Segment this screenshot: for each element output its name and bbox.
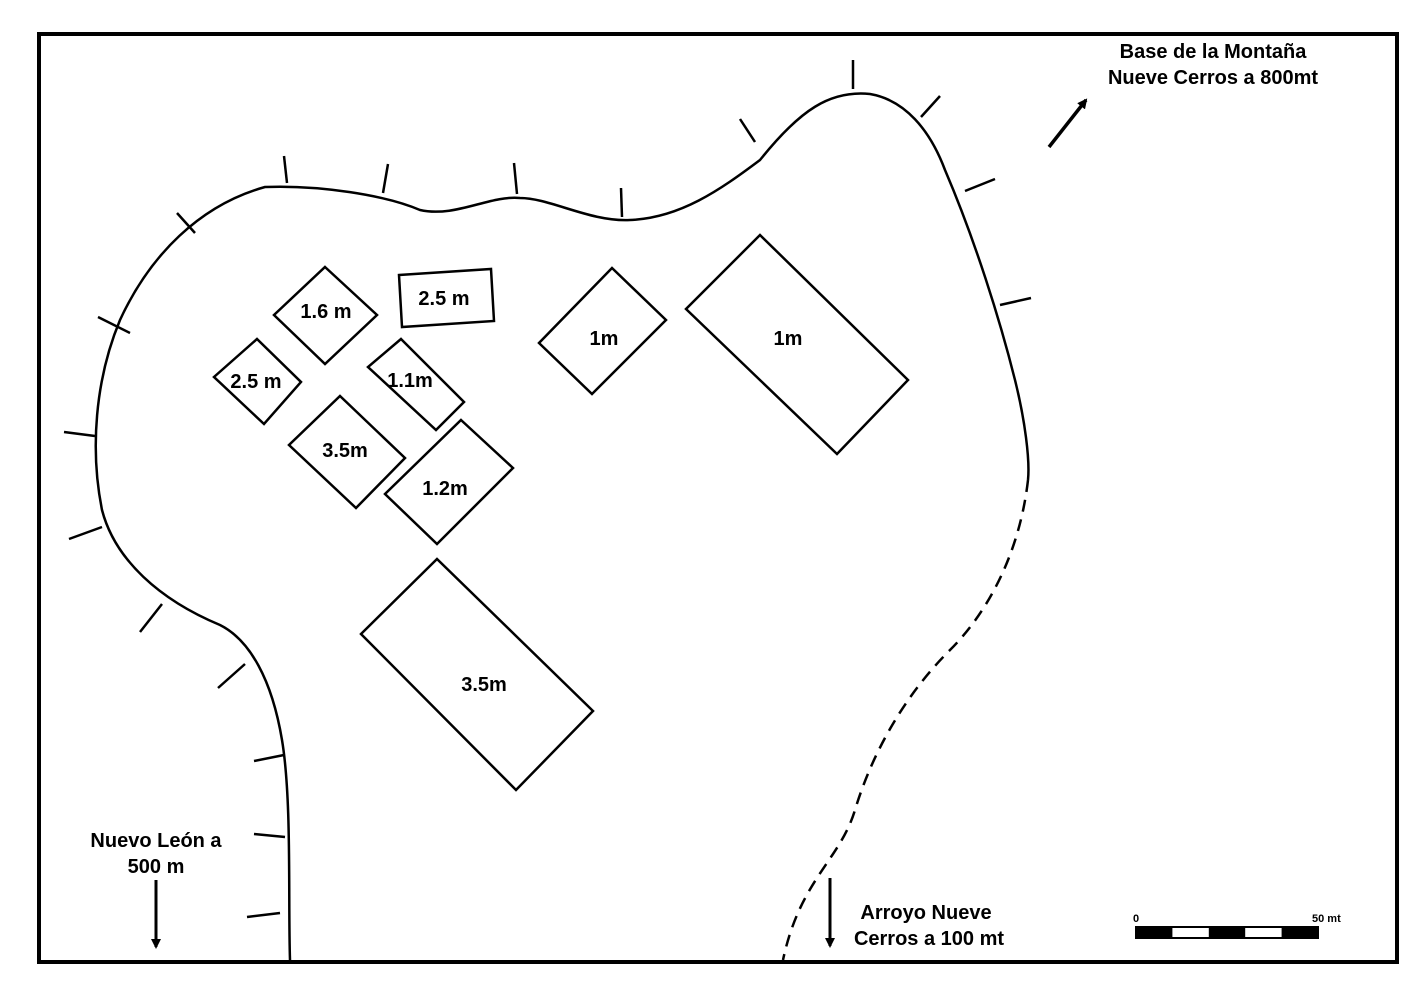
- mounds: [212, 233, 910, 792]
- mound-label: 1.2m: [422, 478, 468, 500]
- mound-outline: [272, 265, 379, 366]
- scale-bar: 0 50 mt: [1133, 913, 1341, 939]
- hachure-tick: [97, 315, 131, 335]
- hachure-ticks: [63, 60, 1032, 919]
- mound-label: 3.5m: [322, 440, 368, 462]
- mound-label: 3.5m: [461, 674, 507, 696]
- hachure-tick: [282, 155, 289, 184]
- mound-label: 1m: [590, 328, 619, 350]
- scale-segment-dark: [1136, 927, 1173, 938]
- direction-montana: Base de la Montaña Nueve Cerros a 800mt: [1047, 41, 1318, 149]
- hachure-tick: [253, 753, 285, 763]
- hachure-tick: [381, 163, 390, 194]
- direction-arroyo-line1: Arroyo Nueve: [860, 902, 991, 924]
- hachure-tick: [920, 95, 941, 118]
- hachure-tick: [176, 212, 196, 234]
- direction-montana-line1: Base de la Montaña: [1120, 41, 1308, 63]
- mound-outline: [383, 418, 515, 546]
- mound-outline: [287, 394, 407, 510]
- site-boundary-line: [94, 92, 1030, 961]
- mound-label: 1.1m: [387, 370, 433, 392]
- mound-outline: [684, 233, 910, 456]
- direction-montana-line2: Nueve Cerros a 800mt: [1108, 67, 1318, 89]
- mound-outline: [366, 337, 466, 432]
- mound-outline: [359, 557, 595, 792]
- hachure-tick: [512, 162, 519, 195]
- hachure-tick: [999, 296, 1032, 307]
- hachure-tick: [964, 177, 996, 193]
- direction-arroyo: Arroyo Nueve Cerros a 100 mt: [825, 878, 1004, 950]
- scale-segment-dark: [1208, 927, 1246, 938]
- scale-segment-dark: [1281, 927, 1318, 938]
- map-frame: [37, 32, 1399, 964]
- hachure-tick: [619, 187, 624, 218]
- hachure-tick: [246, 911, 281, 919]
- direction-nuevo-leon-line2: 500 m: [128, 856, 185, 878]
- hachure-tick: [139, 603, 163, 633]
- mound-outline: [397, 267, 496, 329]
- mound-label: 1.6 m: [300, 301, 351, 323]
- scale-end-label: 50 mt: [1312, 913, 1341, 925]
- hachure-tick: [68, 525, 103, 541]
- mound-outline: [212, 337, 303, 426]
- direction-nuevo-leon: Nuevo León a 500 m: [90, 830, 222, 949]
- mound-labels: 1.6 m 2.5 m 2.5 m 1.1m 3.5m 1.2m 1m 1m 3…: [230, 288, 802, 696]
- direction-nuevo-leon-line1: Nuevo León a: [90, 830, 222, 852]
- mound-outline: [537, 266, 668, 396]
- hachure-tick: [738, 118, 757, 143]
- northeast-arrow-icon: [1047, 98, 1088, 149]
- hachure-tick: [253, 832, 286, 839]
- scale-start-label: 0: [1133, 913, 1139, 925]
- arroyo-edge-dashed-line: [781, 479, 1030, 961]
- hachure-tick: [63, 430, 96, 438]
- mound-label: 2.5 m: [418, 288, 469, 310]
- direction-arroyo-line2: Cerros a 100 mt: [854, 928, 1004, 950]
- hachure-tick: [217, 663, 246, 689]
- mound-label: 2.5 m: [230, 371, 281, 393]
- mound-label: 1m: [774, 328, 803, 350]
